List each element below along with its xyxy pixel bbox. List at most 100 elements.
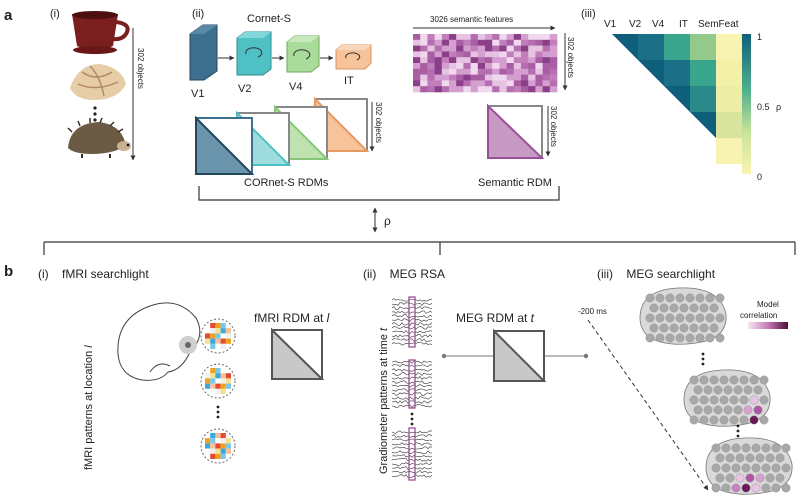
- sensor: [775, 453, 785, 463]
- matrix-objects-label: 302 objects: [566, 37, 575, 78]
- voxel: [220, 343, 226, 349]
- sensor: [675, 333, 685, 343]
- feature-cell: [477, 57, 486, 64]
- sensor: [759, 415, 769, 425]
- sensor: [751, 483, 761, 493]
- sensor: [723, 405, 733, 415]
- heatmap-cell: [690, 60, 717, 87]
- feature-cell: [521, 45, 529, 52]
- panel-a-sub-i: (i): [50, 8, 60, 20]
- feature-cell: [521, 51, 529, 58]
- voxel: [220, 338, 226, 344]
- meg-trace: [391, 326, 433, 330]
- voxel: [220, 448, 226, 454]
- meg-trace: [391, 392, 433, 396]
- feature-cell: [513, 68, 522, 75]
- feature-cell: [427, 86, 435, 93]
- voxel: [205, 438, 211, 444]
- feature-cell: [506, 80, 515, 87]
- meg-searchlight-title: (iii) MEG searchlight: [597, 267, 716, 281]
- voxel: [210, 383, 216, 389]
- sensor: [743, 405, 753, 415]
- feature-cell: [513, 51, 522, 58]
- feature-cell: [463, 51, 471, 58]
- feature-cell: [463, 45, 471, 52]
- colorbar-tick-0: 0: [757, 172, 762, 182]
- feature-cell: [513, 45, 522, 52]
- heatmap-label-v4: V4: [652, 19, 665, 30]
- feature-cell: [449, 45, 457, 52]
- sensor: [723, 385, 733, 395]
- heatmap-cell: [690, 86, 717, 113]
- feature-cell: [477, 80, 486, 87]
- feature-cell: [449, 39, 457, 46]
- sensor: [659, 303, 669, 313]
- sensor: [665, 313, 675, 323]
- sensor: [699, 303, 709, 313]
- voxel: [210, 388, 216, 394]
- layer-v4-block: [286, 35, 320, 73]
- voxel: [210, 443, 216, 449]
- sensor: [685, 313, 695, 323]
- sensor: [695, 333, 705, 343]
- feature-cell: [513, 63, 522, 70]
- heatmap-cell: [716, 34, 743, 61]
- feature-cell: [470, 39, 479, 46]
- sensor: [705, 333, 715, 343]
- voxel: [205, 328, 211, 334]
- layer-label-v4: V4: [289, 81, 302, 93]
- meg-trace: [391, 322, 433, 326]
- sensor: [761, 463, 771, 473]
- voxel: [225, 438, 231, 444]
- feature-cell: [441, 39, 450, 46]
- meg-rsa-title: (ii) MEG RSA: [363, 267, 445, 281]
- sensor: [733, 385, 743, 395]
- feature-cell: [449, 86, 457, 93]
- colorbar: [742, 34, 751, 174]
- feature-cell: [485, 80, 493, 87]
- voxel: [225, 333, 231, 339]
- voxel: [220, 373, 226, 379]
- voxel: [205, 333, 211, 339]
- meg-trace: [391, 438, 433, 442]
- feature-cell: [528, 68, 536, 75]
- sensor: [715, 473, 725, 483]
- sensor: [771, 443, 781, 453]
- meg-trace: [391, 474, 433, 478]
- sensor: [735, 473, 745, 483]
- feature-cell: [441, 34, 450, 41]
- feature-cell: [528, 86, 536, 93]
- sensor: [699, 415, 709, 425]
- sensor: [741, 463, 751, 473]
- feature-cell: [427, 63, 435, 70]
- feature-cell: [549, 80, 558, 87]
- sensor: [709, 415, 719, 425]
- heatmap-cell: [716, 86, 743, 113]
- feature-cell: [521, 80, 529, 87]
- feature-cell: [456, 80, 464, 87]
- recurrence-v2-icon: [245, 47, 263, 58]
- voxel: [210, 433, 216, 439]
- voxel: [210, 448, 216, 454]
- feature-cell: [477, 34, 486, 41]
- meg-waveforms: [391, 298, 433, 478]
- feature-cell: [521, 74, 529, 81]
- sensor: [729, 375, 739, 385]
- fmri-rdm-var: l: [327, 311, 330, 325]
- feature-cell: [492, 86, 500, 93]
- heatmap-cell: [716, 112, 743, 139]
- meg-rdm: [493, 328, 547, 382]
- feature-cell: [499, 80, 507, 87]
- gradiometer-label: Gradiometer patterns at time t: [378, 327, 390, 474]
- meg-trace: [391, 450, 433, 454]
- meg-trace: [391, 446, 433, 450]
- sensor: [655, 333, 665, 343]
- sensor: [759, 375, 769, 385]
- feature-cell: [413, 74, 421, 81]
- sensor: [703, 385, 713, 395]
- feature-cell: [441, 80, 450, 87]
- meg-trace: [391, 364, 433, 368]
- feature-cell: [492, 39, 500, 46]
- feature-cell: [506, 63, 515, 70]
